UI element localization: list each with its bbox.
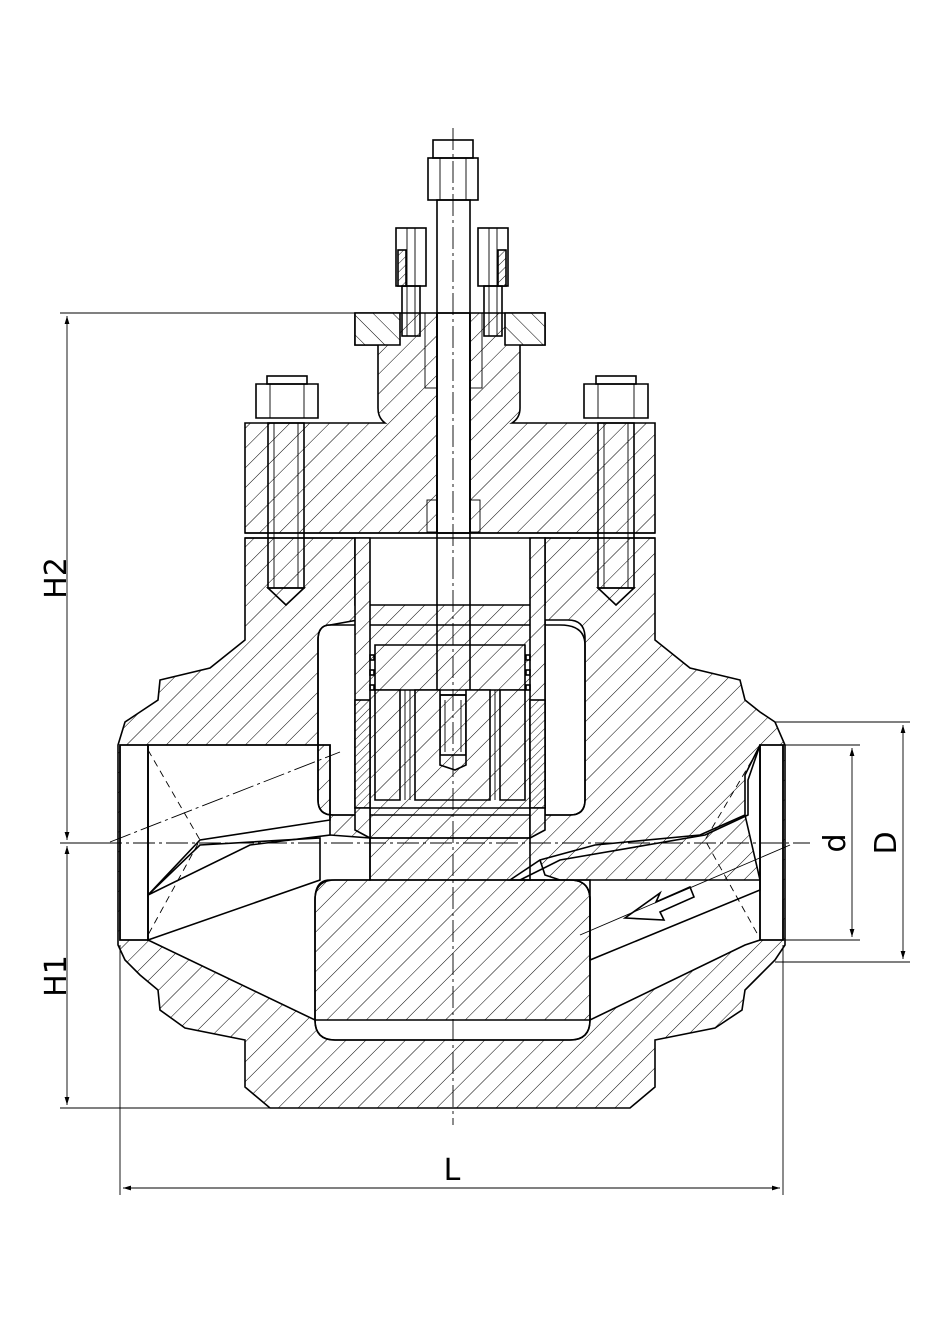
dimension-lines	[60, 312, 910, 1195]
bonnet	[244, 312, 656, 539]
flow-direction-arrow-icon	[579, 844, 791, 936]
center-lines	[100, 128, 810, 1125]
gland-stud-right	[477, 227, 509, 337]
dim-label-h1: H1	[39, 955, 74, 997]
right-bolt	[583, 375, 649, 607]
dim-label-d-large: D	[869, 831, 904, 854]
dim-label-h2: H2	[39, 557, 74, 599]
cage-assembly	[354, 537, 546, 840]
gland-stud-left	[395, 227, 427, 337]
dim-label-l: L	[444, 1153, 461, 1188]
valve-body	[117, 537, 786, 1109]
dim-label-d-small: d	[818, 833, 853, 852]
left-bolt	[255, 375, 319, 607]
